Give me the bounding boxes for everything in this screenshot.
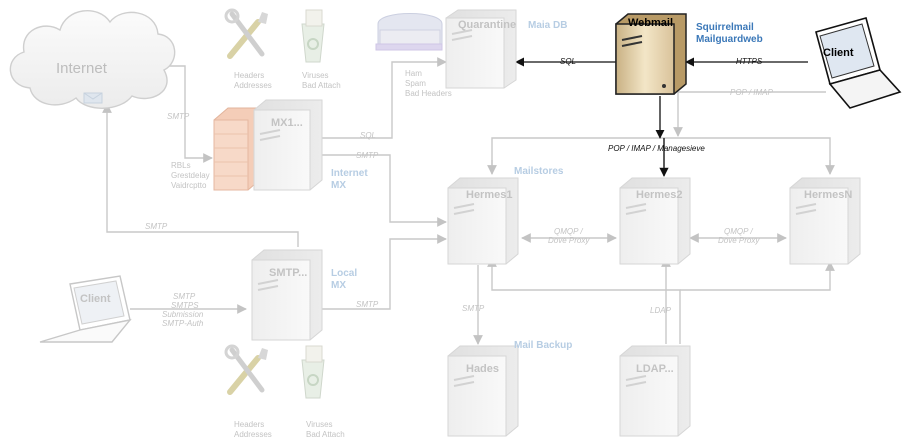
laptop-icon-right[interactable] <box>815 17 902 109</box>
tools-icon-bottom <box>224 344 268 395</box>
hermesn-server <box>789 177 861 265</box>
hermes1-server <box>447 177 519 265</box>
edge-ldap-hermes1 <box>487 257 681 344</box>
edge-label-smtp-internet-mx: SMTP <box>167 112 190 121</box>
mailstores-label: Mailstores <box>514 166 564 177</box>
local-mx-label-2: MX <box>331 280 346 291</box>
ldap-server <box>619 345 691 437</box>
edge-internet-mx <box>168 65 213 163</box>
firewall-icon <box>213 107 263 191</box>
edge-label-client-smtp: SMTP <box>173 292 196 301</box>
internet-mx-label-2: MX <box>331 180 346 191</box>
edge-label-https: HTTPS <box>736 57 763 66</box>
edge-label-sql-webmail: SQL <box>560 57 576 66</box>
recycle-bin-icon-bottom <box>301 345 325 399</box>
smtp-local-label: SMTP... <box>269 267 307 279</box>
quarantine-type-ham: Ham <box>405 69 422 78</box>
quarantine-type-bad-headers: Bad Headers <box>405 89 452 98</box>
ldap-label: LDAP... <box>636 363 674 375</box>
internet-cloud: Internet <box>9 9 176 109</box>
filter-top-left-2: Addresses <box>234 81 272 90</box>
mail-backup-label: Mail Backup <box>514 340 572 351</box>
tools-icon <box>224 8 268 59</box>
edge-mx-hermes1 <box>322 154 447 227</box>
webmail-app-squirrelmail: Squirrelmail <box>696 22 754 33</box>
edge-local-hermes1 <box>322 234 447 310</box>
laptop-icon-left <box>39 275 132 343</box>
connectors <box>102 57 835 345</box>
recycle-bin-icon <box>301 9 325 63</box>
edge-label-smtp-local-hermes: SMTP <box>356 300 379 309</box>
internet-label: Internet <box>56 60 108 77</box>
client-right-label: Client <box>823 47 854 59</box>
hermes2-server <box>619 177 691 265</box>
webmail-label: Webmail <box>628 17 673 29</box>
mx-check-rbls: RBLs <box>171 161 191 170</box>
edge-label-qmqp-12-line2: Dove Proxy <box>548 236 590 245</box>
edge-mx-quarantine <box>322 57 447 139</box>
quarantine-type-spam: Spam <box>405 79 426 88</box>
mx-check-grestdelay: Grestdelay <box>171 171 210 180</box>
filter-bottom-left-2: Addresses <box>234 430 272 439</box>
edge-label-client-submission: Submission <box>162 310 204 319</box>
quarantine-server <box>445 9 517 89</box>
envelope-icon <box>83 92 103 104</box>
filter-bottom-right-1: Viruses <box>306 420 333 429</box>
edge-label-pop-imap-managesieve: POP / IMAP / Managesieve <box>608 144 705 153</box>
edge-label-client-smtp-auth: SMTP-Auth <box>162 319 204 328</box>
webmail-app-mailguardweb: Mailguardweb <box>696 34 763 45</box>
filter-bottom-left-1: Headers <box>234 420 264 429</box>
local-mx-label-1: Local <box>331 268 357 279</box>
edge-label-sql-mx: SQL <box>360 131 376 140</box>
filter-top-right-1: Viruses <box>302 71 329 80</box>
mx-check-vaidrcptto: Vaidrcptto <box>171 181 207 190</box>
edge-label-smtp-hades: SMTP <box>462 304 485 313</box>
hermes1-label: Hermes1 <box>466 189 512 201</box>
edge-local-internet <box>102 103 299 247</box>
edge-label-smtp-local-internet: SMTP <box>145 222 168 231</box>
quarantine-label: Quarantine <box>458 19 516 31</box>
client-left-label: Client <box>80 293 111 305</box>
edge-label-pop-imap: POP / IMAP <box>730 88 773 97</box>
hermes2-label: Hermes2 <box>636 189 682 201</box>
edge-label-client-smtps: SMTPS <box>171 301 199 310</box>
edge-label-qmqp-2n-line1: QMQP / <box>724 227 753 236</box>
edge-ldap-hermesn <box>680 261 835 291</box>
filter-bottom-right-2: Bad Attach <box>306 430 345 439</box>
highlight-connectors <box>515 57 808 177</box>
edge-label-qmqp-2n-line2: Dove Proxy <box>718 236 760 245</box>
filter-top-left-1: Headers <box>234 71 264 80</box>
edge-client-popimap <box>673 91 826 137</box>
mx1-label: MX1... <box>271 117 303 129</box>
filter-top-right-2: Bad Attach <box>302 81 341 90</box>
mx1-server <box>253 99 323 191</box>
edge-label-qmqp-12-line1: QMQP / <box>554 227 583 236</box>
maia-db-label: Maia DB <box>528 20 567 31</box>
smtp-local-server <box>251 249 323 341</box>
webmail-server[interactable] <box>615 13 687 95</box>
internet-mx-label-1: Internet <box>331 168 368 179</box>
hermesn-label: HermesN <box>804 189 852 201</box>
hades-server <box>447 345 519 437</box>
database-icon <box>375 13 443 51</box>
edge-label-smtp-mx-hermes: SMTP <box>356 151 379 160</box>
edge-label-ldap: LDAP <box>650 306 672 315</box>
hades-label: Hades <box>466 363 499 375</box>
